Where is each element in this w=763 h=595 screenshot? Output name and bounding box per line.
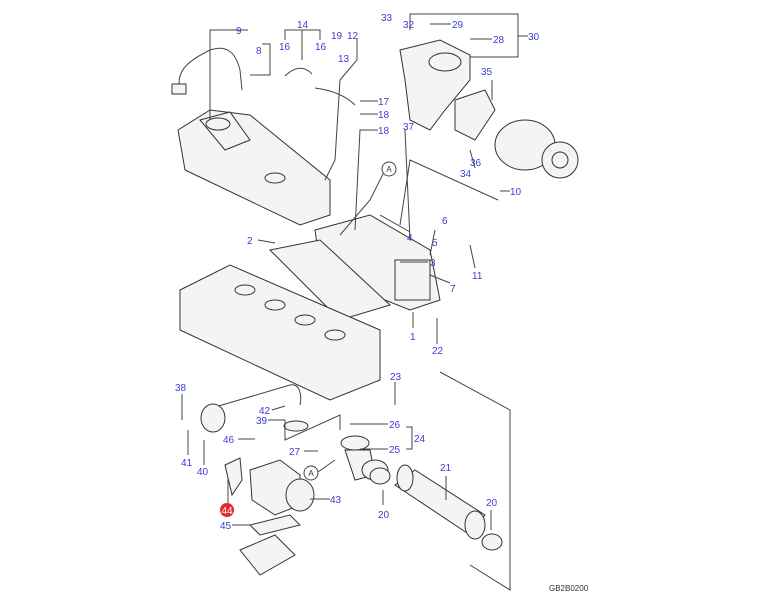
callout[interactable]: 36 (470, 158, 482, 169)
turbocharger (494, 119, 579, 179)
callout[interactable]: 41 (181, 458, 193, 469)
exhaust-adapter (399, 39, 496, 141)
callout[interactable]: 39 (256, 416, 268, 427)
callout[interactable]: 21 (440, 463, 452, 474)
callout[interactable]: 19 (331, 31, 343, 42)
callout[interactable]: 27 (289, 447, 301, 458)
callout[interactable]: 13 (338, 54, 350, 65)
callout[interactable]: 3 (430, 258, 436, 269)
breather-hose (284, 67, 356, 106)
callout[interactable]: 43 (330, 495, 342, 506)
cylinder-head (179, 264, 381, 401)
callout[interactable]: 16 (279, 42, 291, 53)
reference-marker-a-top: A (381, 161, 397, 177)
callout[interactable]: 42 (259, 406, 271, 417)
callout[interactable]: 45 (220, 521, 232, 532)
callout[interactable]: 24 (414, 434, 426, 445)
callout[interactable]: 12 (347, 31, 359, 42)
callout[interactable]: 28 (493, 35, 505, 46)
callout[interactable]: 37 (403, 122, 415, 133)
callout[interactable]: 30 (528, 32, 540, 43)
callout[interactable]: 1 (410, 332, 416, 343)
callout[interactable]: 18 (378, 110, 390, 121)
callout[interactable]: 23 (390, 372, 402, 383)
cylinder-head-gasket (268, 239, 391, 321)
callout[interactable]: 35 (481, 67, 493, 78)
callout[interactable]: 18 (378, 126, 390, 137)
callout[interactable]: 33 (381, 13, 393, 24)
callout[interactable]: 16 (315, 42, 327, 53)
callout[interactable]: 20 (378, 510, 390, 521)
callout[interactable]: 14 (297, 20, 309, 31)
egr-pipe (200, 384, 309, 433)
callout[interactable]: 7 (450, 284, 456, 295)
callout[interactable]: 6 (442, 216, 448, 227)
egr-cooler-bracket-assembly (314, 214, 441, 311)
egr-valve (224, 457, 315, 576)
reference-marker-a-bottom: A (303, 465, 319, 481)
callout[interactable]: 5 (432, 238, 438, 249)
highlighted-callout-marker (220, 503, 234, 517)
callout[interactable]: 40 (197, 467, 209, 478)
drawing-code: GB2B0200 (549, 584, 589, 593)
egr-cooler (369, 464, 503, 551)
callout[interactable]: 25 (389, 445, 401, 456)
callout[interactable]: 2 (247, 236, 253, 247)
callout[interactable]: 32 (403, 20, 415, 31)
callout[interactable]: 10 (510, 187, 522, 198)
callout[interactable]: 9 (236, 26, 242, 37)
callout-labels: 9 8 14 16 16 19 12 13 17 18 18 33 32 29 … (175, 13, 540, 532)
callout[interactable]: 20 (486, 498, 498, 509)
callout[interactable]: 8 (256, 46, 262, 57)
callout-highlighted[interactable]: 44 (221, 506, 233, 517)
callout[interactable]: 29 (452, 20, 464, 31)
callout[interactable]: 46 (223, 435, 235, 446)
callout[interactable]: 34 (460, 169, 472, 180)
callout[interactable]: 4 (407, 233, 413, 244)
callout[interactable]: 38 (175, 383, 187, 394)
cylinder-head-cover (177, 109, 331, 226)
callout[interactable]: 22 (432, 346, 444, 357)
callout[interactable]: 17 (378, 97, 390, 108)
leader-lines (181, 13, 528, 591)
svg-text:A: A (308, 469, 314, 478)
glow-plug-wire (171, 47, 243, 95)
callout[interactable]: 26 (389, 420, 401, 431)
svg-text:A: A (386, 165, 392, 174)
callout[interactable]: 11 (472, 271, 483, 282)
